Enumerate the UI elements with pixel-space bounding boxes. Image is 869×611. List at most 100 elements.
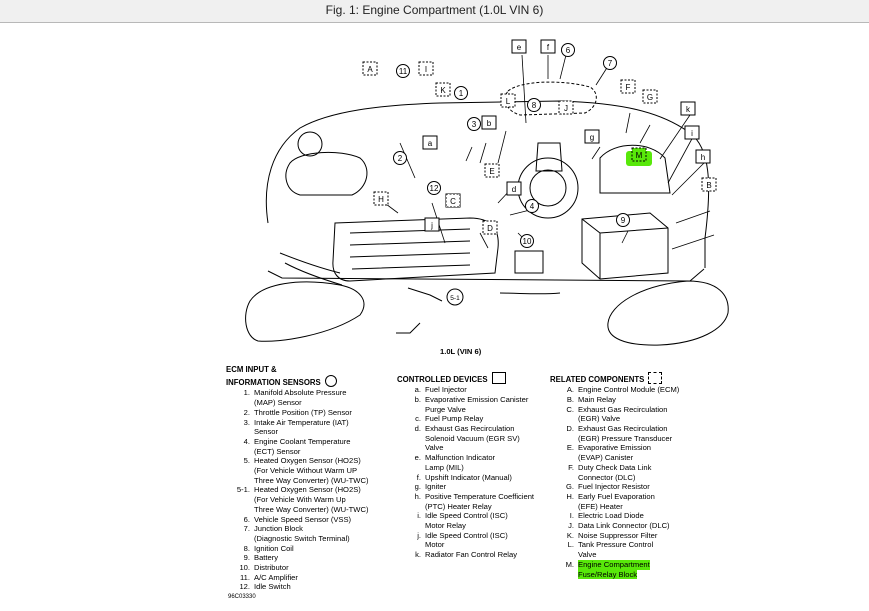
sensor-item: (MAP) Sensor bbox=[226, 398, 426, 408]
callout-j: J bbox=[558, 100, 574, 115]
device-item-text: Purge Valve bbox=[425, 404, 466, 414]
callout-10: 10 bbox=[520, 234, 534, 248]
related-item-key: J. bbox=[568, 521, 574, 531]
related-item: H.Early Fuel Evaporation bbox=[550, 492, 720, 502]
svg-text:5-1: 5-1 bbox=[450, 295, 460, 302]
related-item-text: Electric Load Diode bbox=[578, 511, 644, 521]
sensor-item: (Diagnostic Switch Terminal) bbox=[226, 534, 426, 544]
device-item: f.Upshift Indicator (Manual) bbox=[397, 473, 577, 483]
related-item: Valve bbox=[550, 550, 720, 560]
sensor-item-key bbox=[226, 427, 254, 437]
sensor-item-text: Sensor bbox=[254, 427, 279, 437]
sensor-item-key bbox=[226, 398, 254, 408]
sensor-item-text: Heated Oxygen Sensor (HO2S) bbox=[254, 485, 361, 495]
device-item-text: Fuel Pump Relay bbox=[425, 414, 484, 424]
callout-j: j bbox=[424, 217, 440, 232]
sensor-item-key bbox=[226, 447, 254, 457]
related-item-key: H. bbox=[566, 491, 574, 501]
device-item: d.Exhaust Gas Recirculation bbox=[397, 424, 577, 434]
related-item-key: I. bbox=[569, 511, 574, 521]
device-item-text: Positive Temperature Coefficient bbox=[425, 491, 535, 501]
device-item-text: Fuel Injector bbox=[425, 385, 467, 395]
device-item-text: Idle Speed Control (ISC) bbox=[425, 530, 508, 540]
sensor-item-text: Intake Air Temperature (IAT) bbox=[254, 417, 349, 427]
related-item-text: Engine Control Module (ECM) bbox=[578, 385, 680, 395]
callout-b: B bbox=[701, 177, 717, 192]
callout-f: F bbox=[620, 79, 636, 94]
callout-a: A bbox=[362, 61, 378, 76]
callout-3: 3 bbox=[467, 117, 481, 131]
related-item-key: F. bbox=[568, 462, 574, 472]
sensor-item: 9.Battery bbox=[226, 553, 426, 563]
callout-2: 2 bbox=[393, 151, 407, 165]
device-item: Motor Relay bbox=[397, 521, 577, 531]
related-item-key bbox=[550, 434, 578, 444]
sensor-item-text: Three Way Converter) (WU-TWC) bbox=[254, 475, 369, 485]
sensor-item-key: 3. bbox=[243, 417, 250, 427]
reservoir bbox=[535, 142, 563, 172]
device-item-key: a. bbox=[414, 385, 421, 395]
callout-a: a bbox=[422, 135, 438, 150]
device-item: (PTC) Heater Relay bbox=[397, 502, 577, 512]
device-item-key bbox=[397, 521, 425, 531]
related-item: C.Exhaust Gas Recirculation bbox=[550, 405, 720, 415]
sensor-item: 8.Ignition Coil bbox=[226, 544, 426, 554]
window-title-bar: Fig. 1: Engine Compartment (1.0L VIN 6) bbox=[0, 0, 869, 23]
related-item-key: D. bbox=[566, 424, 574, 434]
device-item-text: Solenoid Vacuum (EGR SV) bbox=[425, 433, 520, 443]
svg-text:L: L bbox=[506, 97, 511, 106]
sensor-item-text: Vehicle Speed Sensor (VSS) bbox=[254, 514, 352, 524]
related-item-text: Exhaust Gas Recirculation bbox=[578, 404, 668, 414]
sensor-item-key: 7. bbox=[243, 524, 250, 534]
intake-duct bbox=[297, 131, 323, 157]
device-item: i.Idle Speed Control (ISC) bbox=[397, 511, 577, 521]
sensor-item-text: Engine Coolant Temperature bbox=[254, 436, 351, 446]
callout-f: f bbox=[540, 39, 556, 54]
sensor-item-text: Ignition Coil bbox=[254, 543, 294, 553]
related-item-text: Fuse/Relay Block bbox=[578, 569, 638, 580]
callout-8: 8 bbox=[527, 98, 541, 112]
related-item-key bbox=[550, 550, 578, 560]
svg-text:A: A bbox=[367, 65, 373, 74]
sensor-item: Three Way Converter) (WU-TWC) bbox=[226, 505, 426, 515]
related-item-key: M. bbox=[565, 559, 574, 569]
device-item: Solenoid Vacuum (EGR SV) bbox=[397, 434, 577, 444]
svg-text:M: M bbox=[636, 151, 643, 160]
device-item: Motor bbox=[397, 540, 577, 550]
sensor-item-key: 1. bbox=[243, 388, 250, 398]
legend-sensors-header2: INFORMATION SENSORS bbox=[226, 378, 321, 388]
svg-text:J: J bbox=[564, 104, 568, 113]
device-item-text: Lamp (MIL) bbox=[425, 462, 464, 472]
device-item-text: Igniter bbox=[425, 482, 447, 492]
device-item-text: Idle Speed Control (ISC) bbox=[425, 511, 508, 521]
sensor-item: 11.A/C Amplifier bbox=[226, 573, 426, 583]
legend-related-header: RELATED COMPONENTS bbox=[550, 375, 645, 384]
callout-d: d bbox=[506, 181, 522, 196]
sensor-item-key bbox=[226, 505, 254, 515]
sensor-item: (For Vehicle Without Warm UP bbox=[226, 466, 426, 476]
callout-12: 12 bbox=[427, 181, 441, 195]
device-item: b.Evaporative Emission Canister bbox=[397, 395, 577, 405]
sensor-item: 12.Idle Switch bbox=[226, 582, 426, 592]
related-item: (EFE) Heater bbox=[550, 502, 720, 512]
related-item-key bbox=[550, 414, 578, 424]
callout-l: L bbox=[500, 93, 516, 108]
device-item: c.Fuel Pump Relay bbox=[397, 414, 577, 424]
svg-text:12: 12 bbox=[430, 184, 439, 193]
sensor-item: (ECT) Sensor bbox=[226, 447, 426, 457]
device-item: Lamp (MIL) bbox=[397, 463, 577, 473]
related-item-text: Main Relay bbox=[578, 394, 616, 404]
device-item: Purge Valve bbox=[397, 405, 577, 415]
related-item: G.Fuel Injector Resistor bbox=[550, 482, 720, 492]
sensor-item-text: (For Vehicle With Warm Up bbox=[254, 495, 346, 505]
legend-related: RELATED COMPONENTS A.Engine Control Modu… bbox=[550, 372, 720, 580]
sensor-item-key: 5. bbox=[243, 456, 250, 466]
related-item: Fuse/Relay Block bbox=[550, 569, 720, 580]
svg-text:7: 7 bbox=[608, 59, 613, 68]
sensor-item: 5.Heated Oxygen Sensor (HO2S) bbox=[226, 456, 426, 466]
sensor-item: 2.Throttle Position (TP) Sensor bbox=[226, 408, 426, 418]
left-headlamp bbox=[245, 281, 365, 342]
svg-text:10: 10 bbox=[523, 237, 532, 246]
sensor-item-text: Battery bbox=[254, 553, 279, 563]
device-item-key: j. bbox=[417, 530, 421, 540]
